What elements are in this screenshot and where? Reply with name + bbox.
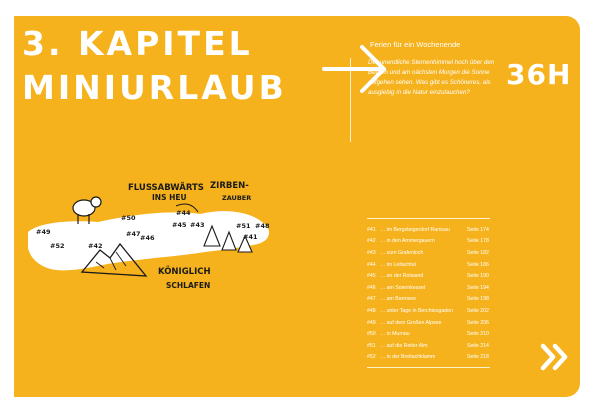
map-marker: #52 xyxy=(50,242,65,250)
toc-title: … auf dem Großen Alpsee xyxy=(380,319,442,326)
toc-page: Seite 190 xyxy=(467,273,489,280)
cow-illustration xyxy=(72,196,102,224)
toc-title: … auf die Reiter Alm xyxy=(380,342,428,349)
toc-row[interactable]: #44 … im Leitachtal Seite 186 xyxy=(367,259,490,271)
map-marker: #49 xyxy=(36,228,51,236)
arrow-right-icon xyxy=(322,45,386,93)
toc-page: Seite 194 xyxy=(467,284,489,291)
map-markers: #49 #52 #42 #50 #47 #46 #44 #45 #43 #51 … xyxy=(36,209,270,250)
heu-illustration xyxy=(175,203,199,213)
toc-title: … in der Breitachklamm xyxy=(380,354,436,361)
chapter-number: 3. KAPITEL xyxy=(22,24,253,63)
toc-number: #47 xyxy=(367,296,376,303)
toc-page: Seite 202 xyxy=(467,307,489,314)
toc-number: #49 xyxy=(367,319,376,326)
divider-line xyxy=(350,58,351,142)
map-marker: #51 xyxy=(236,222,251,230)
toc-row[interactable]: #46 … am Soiernkessel Seite 194 xyxy=(367,282,490,294)
map-marker: #45 xyxy=(172,221,187,229)
toc-row[interactable]: #47 … am Barmsee Seite 198 xyxy=(367,294,490,306)
toc-page: Seite 186 xyxy=(467,261,489,268)
toc-number: #41 xyxy=(367,226,376,233)
toc-page: Seite 218 xyxy=(467,354,489,361)
toc-number: #42 xyxy=(367,238,376,245)
label-ins-heu: INS HEU xyxy=(152,193,187,202)
toc-number: #46 xyxy=(367,284,376,291)
toc-number: #50 xyxy=(367,331,376,338)
toc-title: … zum Grafenloch xyxy=(380,249,424,256)
toc-title: … an der Rotwand xyxy=(380,273,424,280)
toc-bottom-rule xyxy=(367,367,490,368)
chapter-panel xyxy=(14,16,580,397)
toc-row[interactable]: #52 … in der Breitachklamm Seite 218 xyxy=(367,352,490,364)
map-marker: #48 xyxy=(255,222,270,230)
label-schlafen: SCHLAFEN xyxy=(166,281,210,290)
toc-page: Seite 210 xyxy=(467,331,489,338)
map-marker: #46 xyxy=(140,234,155,242)
label-flussabwaerts: FLUSSABWÄRTS xyxy=(128,182,204,193)
chapter-title: 3. KAPITEL MINIURLAUB xyxy=(22,22,287,110)
map-marker: #47 xyxy=(126,230,141,238)
toc-number: #52 xyxy=(367,354,376,361)
map-marker: #42 xyxy=(88,242,103,250)
map-marker: #41 xyxy=(243,233,258,241)
toc-row[interactable]: #45 … an der Rotwand Seite 190 xyxy=(367,270,490,282)
map-marker: #43 xyxy=(190,221,205,229)
toc-row[interactable]: #50 … in Murnau Seite 210 xyxy=(367,328,490,340)
chapter-intro: Der unendliche Sternenhimmel hoch über d… xyxy=(368,59,495,96)
toc-page: Seite 182 xyxy=(467,249,489,256)
label-zirben: ZIRBEN- xyxy=(210,181,249,191)
mountain-illustration xyxy=(80,242,148,277)
toc-page: Seite 178 xyxy=(467,238,489,245)
chapter-name: MINIURLAUB xyxy=(22,68,287,107)
toc-row[interactable]: #51 … auf die Reiter Alm Seite 214 xyxy=(367,340,490,352)
toc-page: Seite 174 xyxy=(467,226,489,233)
tree-illustration xyxy=(203,224,253,253)
toc-title: … unter Tage in Berchtesgaden xyxy=(380,307,453,314)
toc-row[interactable]: #48 … unter Tage in Berchtesgaden Seite 20… xyxy=(367,305,490,317)
toc-title: … am Barmsee xyxy=(380,296,417,303)
toc-row[interactable]: #43 … zum Grafenloch Seite 182 xyxy=(367,247,490,259)
mountain-detail xyxy=(95,251,127,271)
toc-title: … am Soiernkessel xyxy=(380,284,425,291)
toc-title: … im Bergsteigerdorf Ramsau xyxy=(380,226,450,233)
duration-badge: 36H xyxy=(506,58,572,91)
toc-number: #45 xyxy=(367,273,376,280)
chapter-subtitle: Ferien für ein Wochenende xyxy=(370,40,461,49)
toc-page: Seite 214 xyxy=(467,342,489,349)
toc-number: #51 xyxy=(367,342,376,349)
toc-title: … in Murnau xyxy=(380,331,410,338)
map-marker: #50 xyxy=(121,214,136,222)
map-region-shape xyxy=(28,211,270,271)
toc-number: #43 xyxy=(367,249,376,256)
label-zauber: ZAUBER xyxy=(222,194,251,202)
toc-page: Seite 198 xyxy=(467,296,489,303)
toc-number: #44 xyxy=(367,261,376,268)
toc-page: Seite 206 xyxy=(467,319,489,326)
toc-row[interactable]: #49 … auf dem Großen Alpsee Seite 206 xyxy=(367,317,490,329)
toc-row[interactable]: #42 … in den Ammergauern Seite 178 xyxy=(367,236,490,248)
map-marker: #44 xyxy=(176,209,191,217)
toc-top-rule xyxy=(367,218,490,219)
label-koeniglich: KÖNIGLICH xyxy=(158,266,211,277)
toc-number: #48 xyxy=(367,307,376,314)
toc-row[interactable]: #41 … im Bergsteigerdorf Ramsau Seite 174 xyxy=(367,224,490,236)
map-labels: FLUSSABWÄRTS INS HEU ZIRBEN- ZAUBER KÖNI… xyxy=(128,181,251,290)
toc-title: … im Leitachtal xyxy=(380,261,416,268)
toc-title: … in den Ammergauern xyxy=(380,238,435,245)
double-chevron-right-icon[interactable] xyxy=(540,342,572,372)
